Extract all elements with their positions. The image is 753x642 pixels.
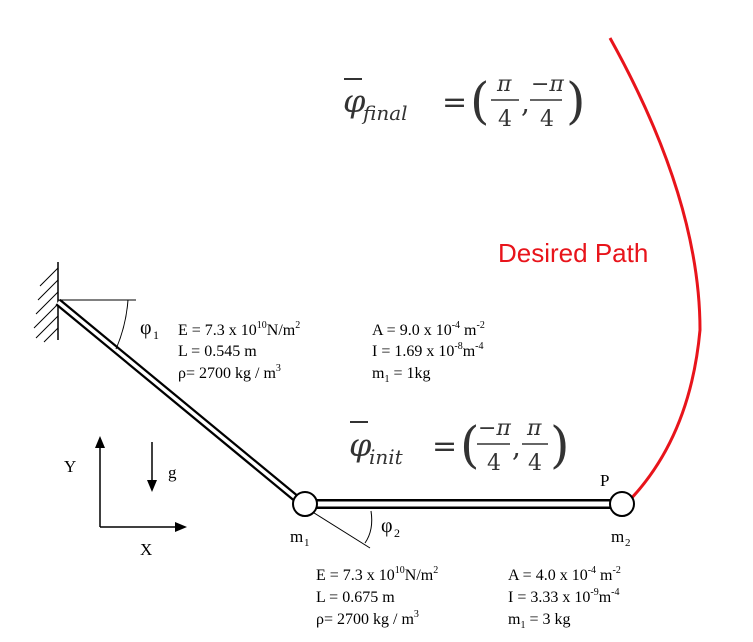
label-point-p: P [600,471,609,490]
svg-text:2: 2 [625,537,631,549]
svg-text:φ: φ [381,515,393,537]
phi-final-equation: φ final = ( π 4 , −π 4 ) [343,72,586,132]
phi-init-equation: φ init = ( −π 4 , π 4 ) [349,416,570,476]
label-m2: m [611,527,624,546]
svg-text:4: 4 [540,107,554,132]
fixed-wall [33,262,59,343]
svg-text:L = 0.545 m: L = 0.545 m [178,343,257,360]
link1-properties: E = 7.3 x 1010N/m2 L = 0.545 m ρ= 2700 k… [178,320,485,385]
mass-m1-joint [292,491,318,517]
svg-text:1: 1 [304,537,310,549]
svg-text:m1 = 1kg: m1 = 1kg [372,365,430,385]
svg-text:φ: φ [343,82,366,120]
svg-text:π: π [496,72,512,97]
svg-text:E = 7.3 x 1010N/m2: E = 7.3 x 1010N/m2 [178,320,300,339]
label-m1: m [290,527,303,546]
gravity-arrow: g [147,442,177,492]
svg-text:φ: φ [349,426,372,464]
svg-text:(: ( [460,416,480,474]
svg-text:4: 4 [487,451,501,476]
svg-text:,: , [521,86,530,119]
svg-text:φ: φ [140,317,152,339]
svg-text:final: final [361,101,408,125]
svg-text:E = 7.3 x 1010N/m2: E = 7.3 x 1010N/m2 [316,565,438,584]
svg-text:1: 1 [153,328,159,342]
coordinate-axes: Y X [64,436,187,559]
svg-text:−π: −π [478,416,511,441]
link-1 [55,298,301,504]
svg-text:L = 0.675 m: L = 0.675 m [316,589,395,606]
svg-text:4: 4 [528,451,542,476]
link2-properties: E = 7.3 x 1010N/m2 L = 0.675 m ρ= 2700 k… [316,565,621,631]
angle-phi2: φ 2 [302,505,400,549]
y-axis-label: Y [64,457,76,476]
svg-text:π: π [526,416,542,441]
desired-path-arc [608,37,702,507]
x-axis-label: X [140,540,152,559]
mass-m2-joint [609,491,635,517]
svg-text:ρ= 2700 kg / m3: ρ= 2700 kg / m3 [316,609,419,628]
svg-text:m1 = 3 kg: m1 = 3 kg [508,611,570,631]
svg-text:−π: −π [531,72,564,97]
angle-phi1: φ 1 [58,299,159,350]
svg-text:,: , [512,430,521,463]
desired-path-label: Desired Path [498,238,648,268]
svg-text:4: 4 [498,107,512,132]
svg-text:I = 1.69 x 10-8m-4: I = 1.69 x 10-8m-4 [372,341,484,360]
svg-text:2: 2 [394,526,400,540]
svg-text:(: ( [470,72,490,130]
svg-text:=: = [442,85,467,120]
svg-text:A = 4.0 x 10-4 m-2: A = 4.0 x 10-4 m-2 [508,565,621,584]
svg-text:=: = [432,429,457,464]
svg-text:): ) [566,72,586,130]
svg-text:A = 9.0 x 10-4 m-2: A = 9.0 x 10-4 m-2 [372,320,485,339]
svg-text:): ) [550,416,570,474]
svg-text:init: init [369,445,404,469]
gravity-label: g [168,463,177,482]
svg-text:I = 3.33 x 10-9m-4: I = 3.33 x 10-9m-4 [508,587,620,606]
svg-text:ρ= 2700 kg / m3: ρ= 2700 kg / m3 [178,363,281,382]
